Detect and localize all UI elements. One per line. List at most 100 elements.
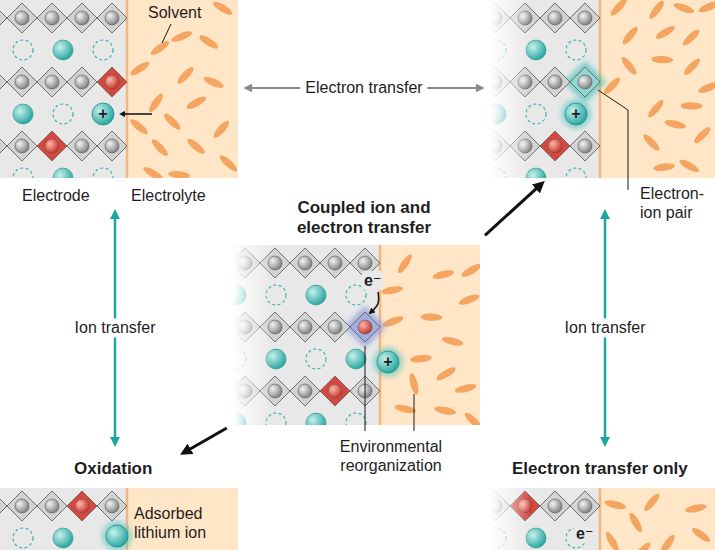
pathway-arrow <box>183 428 227 453</box>
lattice-diamond <box>7 67 37 97</box>
solvent-molecule <box>680 102 702 110</box>
lattice-diamond <box>7 3 37 33</box>
solvent-molecule <box>642 492 662 513</box>
lattice-atom <box>548 139 562 153</box>
electron-symbol: e⁻ <box>574 524 595 543</box>
lattice-atom <box>105 75 119 89</box>
edge-label: Ion transfer <box>70 318 161 337</box>
solvent-molecule <box>185 136 207 156</box>
lattice-diamond <box>97 3 127 33</box>
electron-symbol: e⁻ <box>362 271 383 290</box>
vacancy <box>306 349 326 369</box>
lattice-panel <box>0 0 238 178</box>
lattice-atom <box>298 320 312 334</box>
solvent-molecule <box>129 60 151 78</box>
leader-line <box>365 346 366 431</box>
lattice-diamond <box>290 248 320 278</box>
solvent-molecule <box>620 25 640 47</box>
lattice-atom <box>358 256 372 270</box>
lattice-diamond <box>67 491 97 521</box>
solvent-molecule <box>697 80 715 95</box>
lattice-atom <box>328 384 342 398</box>
electron-arrow <box>370 292 379 313</box>
lattice-atom <box>75 75 89 89</box>
callout-label: Environmental reorganization <box>316 437 466 475</box>
solvent-molecule <box>684 503 707 515</box>
leader-line <box>414 394 415 431</box>
lattice-diamond <box>570 131 600 161</box>
solvent-molecule <box>202 75 225 90</box>
lattice-atom <box>15 75 29 89</box>
lattice-atom <box>358 320 372 334</box>
pathway-arrow <box>485 183 542 235</box>
panel-heading: Oxidation <box>74 459 152 479</box>
solvent-molecule <box>218 153 238 173</box>
region-label: Electrode <box>22 186 90 205</box>
solvent-molecule <box>463 411 480 425</box>
edge-fade <box>232 245 272 425</box>
lattice-diamond <box>97 491 127 521</box>
lattice-atom <box>15 499 29 513</box>
lattice-diamond <box>320 248 350 278</box>
lattice-diamond <box>320 376 350 406</box>
solvent-molecule <box>604 530 621 550</box>
panel: Solvent <box>0 0 238 178</box>
callout-label: Electron-ion pair <box>640 184 714 222</box>
lattice-diamond <box>37 491 67 521</box>
lattice-atom <box>75 11 89 25</box>
lithium-ion <box>92 103 114 125</box>
lattice-atom <box>298 384 312 398</box>
solvent-molecule <box>697 0 715 14</box>
lattice-diamond <box>0 131 7 161</box>
lithium-ion <box>346 349 366 369</box>
vacancy <box>566 40 586 60</box>
solvent-molecule <box>627 511 644 534</box>
solvent-molecule <box>410 354 433 363</box>
lithium-ion <box>377 351 399 373</box>
charge-sign: + <box>571 104 580 123</box>
vacancy <box>346 413 366 425</box>
solvent-molecule <box>672 1 695 15</box>
solvent-molecule <box>128 117 150 136</box>
solvent-molecule <box>602 75 622 96</box>
lattice-diamond <box>37 3 67 33</box>
electrolyte-ground <box>600 488 715 550</box>
panel: OxidationAdsorbed lithium ion <box>0 456 238 550</box>
lattice-atom <box>578 75 592 89</box>
edge-label: Electron transfer <box>300 78 427 97</box>
lattice-diamond <box>0 67 7 97</box>
panel-heading: Coupled ion and electron transfer <box>278 198 450 239</box>
solvent-molecule <box>175 65 195 86</box>
lithium-ion <box>13 104 33 124</box>
solvent-molecule <box>690 526 712 545</box>
solvent-molecule <box>185 94 208 111</box>
lattice-panel <box>232 245 480 425</box>
lattice-diamond <box>290 312 320 342</box>
region-label: Electrolyte <box>131 186 206 205</box>
solvent-molecule <box>142 165 165 178</box>
lattice-diamond <box>7 491 37 521</box>
vacancy <box>13 168 33 178</box>
solvent-molecule <box>396 253 414 275</box>
lattice-diamond <box>37 67 67 97</box>
ion-glow <box>561 99 591 129</box>
lattice-atom <box>105 139 119 153</box>
lattice-atom <box>105 499 119 513</box>
solvent-molecule <box>460 262 480 279</box>
solvent-molecule <box>609 0 629 18</box>
solvent-molecule <box>408 372 421 395</box>
vacancy <box>566 168 586 178</box>
panel-heading: Electron transfer only <box>512 459 688 479</box>
lattice-diamond <box>540 67 570 97</box>
electrode-ground <box>232 245 380 425</box>
lithium-ion <box>53 528 73 548</box>
lattice-diamond <box>0 491 7 521</box>
solvent-molecule <box>441 335 464 347</box>
solvent-molecule <box>432 269 455 281</box>
lithium-ion <box>53 40 73 60</box>
leader-line <box>598 90 628 190</box>
lattice-panel <box>490 0 715 178</box>
solvent-molecule <box>651 56 673 64</box>
lattice-atom <box>15 11 29 25</box>
lattice-diamond <box>570 491 600 521</box>
